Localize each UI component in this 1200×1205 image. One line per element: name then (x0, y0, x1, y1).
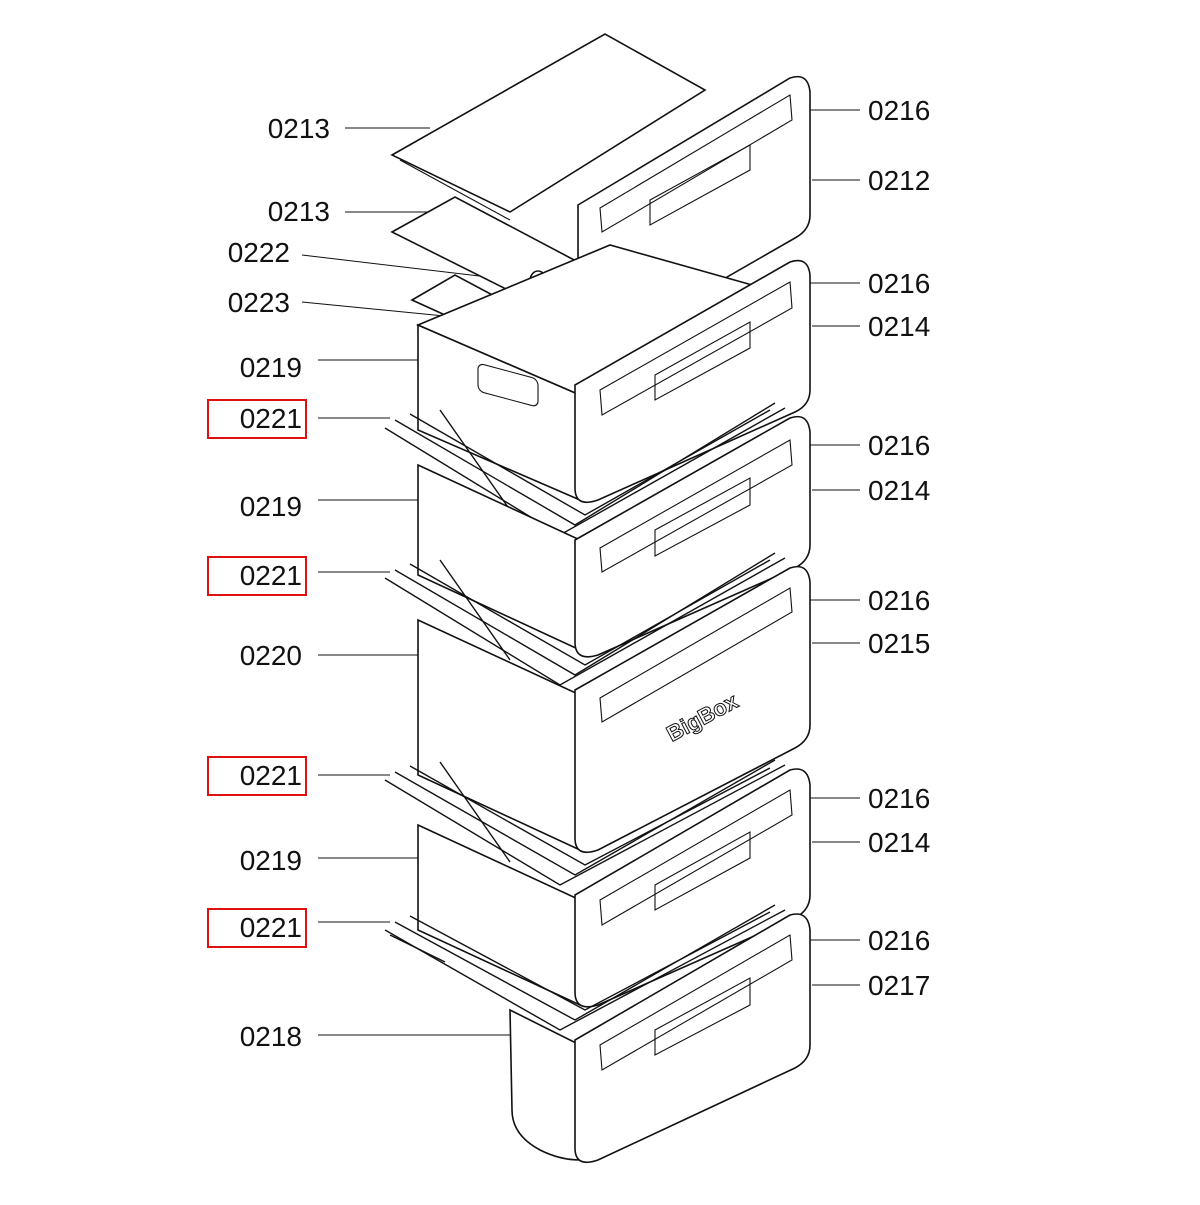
label-0221-second-highlighted: 0221 (207, 556, 307, 596)
label-0213-upper: 0213 (267, 113, 330, 144)
glass-shelf-upper (390, 33, 707, 221)
drawer-1 (415, 244, 811, 504)
drawer-bigbox: BigBox (417, 565, 811, 854)
drawer-bottom (509, 913, 811, 1164)
wire-rack-3 (384, 759, 786, 886)
label-0221-third-highlighted: 0221 (207, 756, 307, 796)
label-0216-first: 0216 (868, 95, 931, 126)
label-0219-second: 0219 (239, 491, 302, 522)
drawer-2 (417, 415, 811, 658)
label-0214-second: 0214 (868, 475, 931, 506)
label-0216-sixth: 0216 (868, 925, 931, 956)
label-0222: 0222 (227, 237, 290, 268)
leader-lines-left (301, 127, 531, 1036)
label-0223: 0223 (227, 287, 290, 318)
label-0220: 0220 (239, 640, 302, 671)
label-0215: 0215 (868, 628, 931, 659)
wire-rack-4 (384, 904, 786, 1031)
label-0216-fifth: 0216 (868, 783, 931, 814)
label-0221-fourth-highlighted: 0221 (207, 908, 307, 948)
label-0218: 0218 (239, 1021, 302, 1052)
label-0214-third: 0214 (868, 827, 931, 858)
label-0216-second: 0216 (868, 268, 931, 299)
label-0216-third: 0216 (868, 430, 931, 461)
label-0217: 0217 (868, 970, 931, 1001)
label-0221-first-highlighted: 0221 (207, 399, 307, 439)
label-0216-fourth: 0216 (868, 585, 931, 616)
drawer-3 (417, 768, 811, 1008)
label-0212: 0212 (868, 165, 931, 196)
label-0219-third: 0219 (239, 845, 302, 876)
label-0214-first: 0214 (868, 311, 931, 342)
label-0219-first: 0219 (239, 352, 302, 383)
label-0213-lower: 0213 (267, 196, 330, 227)
